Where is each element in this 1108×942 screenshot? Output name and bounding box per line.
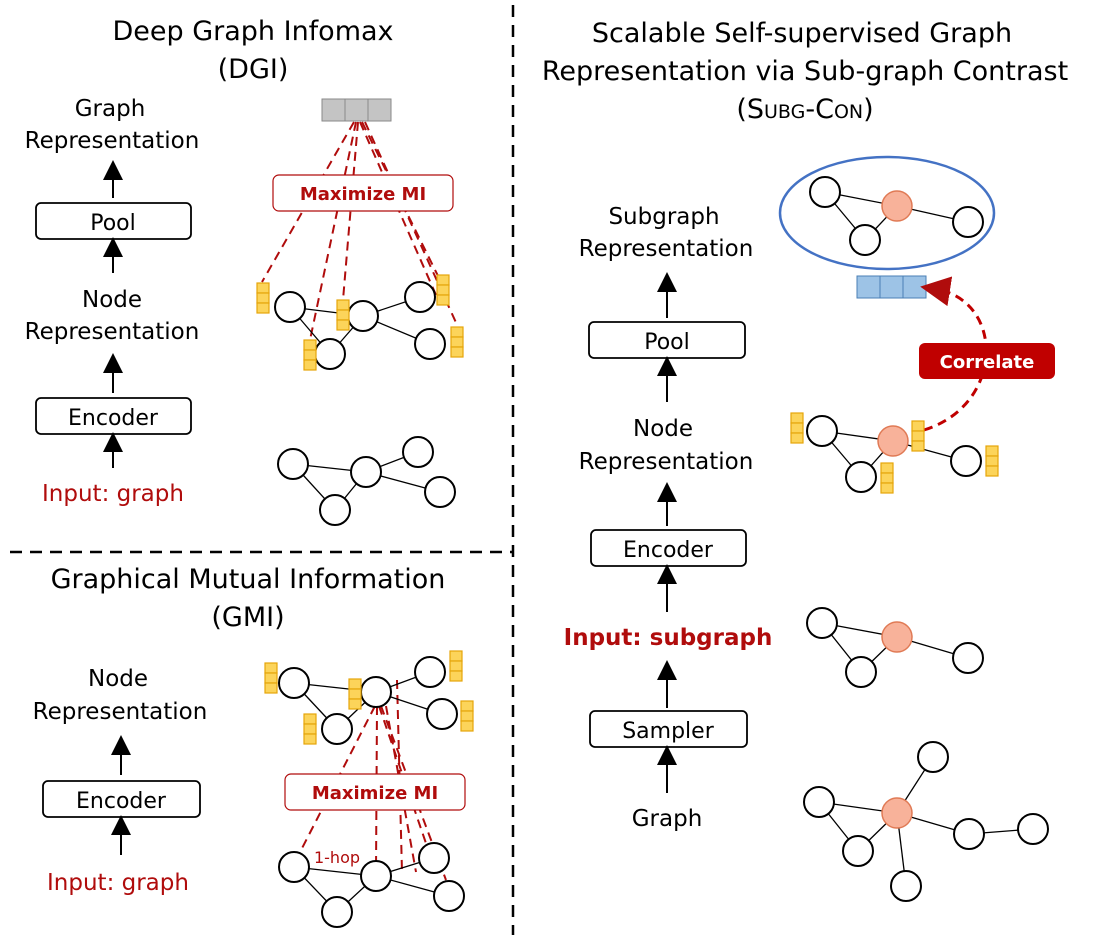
subgcon-title-line2: Representation via Sub-graph Contrast [542,56,1068,87]
dgi-node-graph [256,274,464,371]
subgcon-node-rep-line2: Representation [579,449,754,475]
dgi-maximize-box [272,174,454,212]
dgi-pool-label: Pool [90,211,136,236]
dgi-input-label: Input: graph [42,481,184,507]
dgi-title-line2: (DGI) [218,54,289,85]
subgcon-node-graph [790,412,999,494]
subgcon-summary-vector [856,275,927,299]
dgi-graph-rep-line2: Representation [25,128,200,154]
gmi-encoder-label: Encoder [76,789,167,814]
gmi-input-label: Input: graph [47,870,189,896]
subgcon-title-line1: Scalable Self-supervised Graph [592,18,1012,49]
subgcon-full-graph [803,741,1049,902]
dgi-node-rep-line1: Node [82,287,142,313]
gmi-node-graph [264,650,474,745]
gmi-feature-vector [460,700,474,732]
gmi-panel: Graphical Mutual Information (GMI) Node … [33,564,474,928]
dgi-feature-vector [256,282,270,314]
dgi-feature-vector [336,299,350,331]
subgcon-pool-label: Pool [644,330,690,355]
subgcon-input-subgraph [806,607,984,688]
dgi-encoder-label: Encoder [68,406,159,431]
subgcon-summary-ellipse [778,155,996,271]
gmi-feature-vector [303,713,317,745]
subgcon-encoder-label: Encoder [623,538,714,563]
dgi-node-rep-line2: Representation [25,319,200,345]
subgcon-subgraph-rep-line1: Subgraph [608,204,719,230]
subgcon-feature-vector [880,462,894,494]
subgcon-correlate-badge [919,343,1055,379]
subgcon-title-line3: (Subg-Con) [736,94,873,125]
dgi-feature-vector [450,326,464,358]
gmi-input-graph [278,842,465,928]
dgi-title-line1: Deep Graph Infomax [112,16,393,47]
gmi-feature-vector [449,650,463,682]
gmi-node-rep-line1: Node [88,666,148,692]
gmi-node-rep-line2: Representation [33,699,208,725]
subgcon-graph-label: Graph [632,806,703,832]
subgcon-subgraph-rep-line2: Representation [579,236,754,262]
dgi-maximize-label: Maximize MI [300,184,426,205]
gmi-maximize-box [284,773,466,811]
subgcon-correlate-label: Correlate [940,352,1035,373]
subgcon-summary-graph [809,176,984,256]
gmi-title-line2: (GMI) [211,602,284,633]
gmi-hop-label: 1-hop [314,848,360,867]
subgcon-correlate-arrow [920,276,988,432]
gmi-feature-vector [348,678,362,710]
dgi-feature-vector [436,274,450,306]
dgi-summary-vector [321,98,392,122]
subgcon-panel: Scalable Self-supervised Graph Represent… [542,18,1068,902]
subgcon-input-label: Input: subgraph [564,625,773,651]
gmi-feature-vector [264,662,278,694]
gmi-maximize-label: Maximize MI [312,783,438,804]
dgi-input-graph [277,436,456,526]
dgi-panel: Deep Graph Infomax (DGI) Graph Represent… [25,16,464,526]
subgcon-sampler-label: Sampler [622,719,714,744]
gmi-title-line1: Graphical Mutual Information [51,564,446,595]
subgcon-feature-vector [985,445,999,477]
subgcon-node-rep-line1: Node [633,416,693,442]
subgcon-feature-vector [790,412,804,444]
subgcon-feature-vector [911,420,925,452]
dgi-feature-vector [303,339,317,371]
dgi-graph-rep-line1: Graph [75,96,146,122]
